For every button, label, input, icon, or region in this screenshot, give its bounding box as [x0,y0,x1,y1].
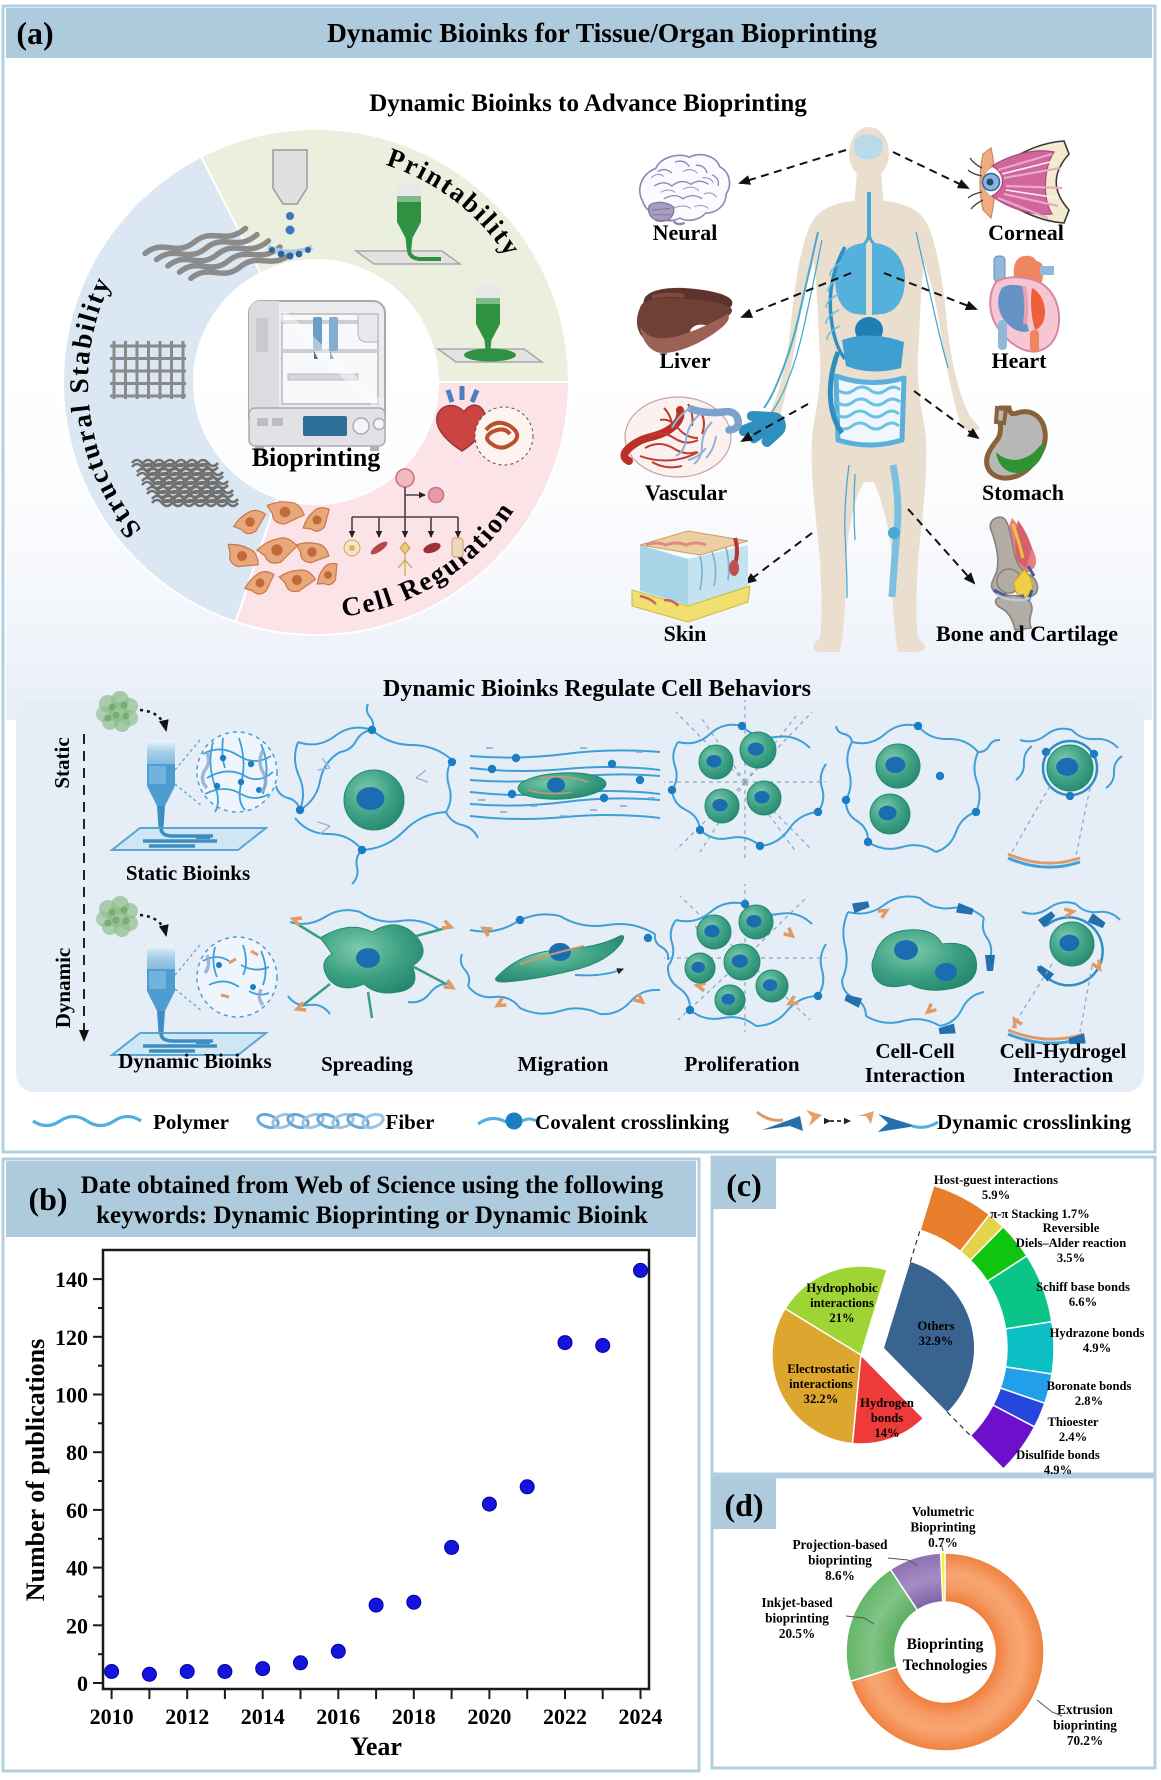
svg-text:100: 100 [55,1383,88,1408]
svg-text:Proliferation: Proliferation [684,1052,799,1076]
svg-text:2014: 2014 [241,1704,285,1729]
svg-text:Bioprinting: Bioprinting [910,1520,976,1535]
svg-text:Migration: Migration [518,1052,609,1076]
svg-text:Covalent crosslinking: Covalent crosslinking [535,1110,729,1134]
svg-text:Polymer: Polymer [153,1110,229,1134]
svg-text:Host-guest interactions: Host-guest interactions [934,1173,1058,1187]
svg-text:Static Bioinks: Static Bioinks [126,861,250,885]
svg-text:Heart: Heart [992,348,1048,373]
svg-text:0.7%: 0.7% [928,1535,958,1550]
svg-text:14%: 14% [874,1426,899,1440]
svg-text:(a): (a) [16,15,53,51]
svg-text:Schiff base bonds: Schiff base bonds [1036,1280,1130,1294]
svg-text:Dynamic Bioinks Regulate Cell: Dynamic Bioinks Regulate Cell Behaviors [383,676,811,702]
svg-text:Spreading: Spreading [321,1052,413,1076]
svg-text:Interaction: Interaction [865,1063,966,1087]
svg-text:Volumetric: Volumetric [912,1504,975,1519]
svg-text:Extrusion: Extrusion [1057,1702,1113,1717]
svg-text:4.9%: 4.9% [1083,1341,1111,1355]
svg-text:20.5%: 20.5% [779,1626,815,1641]
svg-text:Vascular: Vascular [645,480,728,505]
svg-text:bioprinting: bioprinting [1053,1718,1117,1733]
svg-text:Boronate bonds: Boronate bonds [1047,1379,1132,1393]
svg-text:(b): (b) [28,1181,67,1217]
svg-text:Dynamic Bioinks to Advance Bio: Dynamic Bioinks to Advance Bioprinting [369,90,807,117]
svg-text:Dynamic: Dynamic [51,948,75,1029]
svg-text:Others: Others [917,1319,954,1333]
svg-text:Static: Static [50,737,74,788]
svg-text:(d): (d) [724,1487,763,1523]
svg-text:0: 0 [77,1671,88,1696]
svg-text:Stomach: Stomach [982,480,1064,505]
svg-text:Neural: Neural [653,220,718,245]
svg-text:keywords: Dynamic Bioprinting: keywords: Dynamic Bioprinting or Dynamic… [96,1202,648,1229]
svg-text:2020: 2020 [467,1704,511,1729]
svg-text:32.9%: 32.9% [919,1334,954,1348]
svg-text:2024: 2024 [619,1704,663,1729]
svg-text:Diels–Alder reaction: Diels–Alder reaction [1016,1236,1126,1250]
svg-text:40: 40 [66,1556,88,1581]
svg-text:21%: 21% [829,1311,854,1325]
svg-text:Year: Year [350,1732,402,1761]
svg-text:interactions: interactions [789,1377,853,1391]
svg-text:32.2%: 32.2% [804,1392,839,1406]
svg-text:Hydrazone bonds: Hydrazone bonds [1050,1326,1145,1340]
svg-text:bioprinting: bioprinting [808,1553,872,1568]
svg-text:Inkjet-based: Inkjet-based [761,1595,833,1610]
svg-text:5.9%: 5.9% [982,1188,1010,1202]
svg-text:Liver: Liver [659,348,711,373]
svg-text:Bone and Cartilage: Bone and Cartilage [936,621,1118,646]
svg-text:Electrostatic: Electrostatic [787,1362,855,1376]
svg-text:Technologies: Technologies [903,1657,988,1674]
svg-text:(c): (c) [726,1167,762,1203]
svg-text:Disulfide bonds: Disulfide bonds [1016,1448,1100,1462]
svg-text:Date obtained from Web of Scie: Date obtained from Web of Science using … [81,1172,664,1199]
svg-text:20: 20 [66,1613,88,1638]
svg-text:Number of publications: Number of publications [21,1339,50,1601]
svg-text:Skin: Skin [664,621,707,646]
svg-text:6.6%: 6.6% [1069,1295,1097,1309]
svg-text:4.9%: 4.9% [1044,1463,1072,1477]
svg-text:Dynamic crosslinking: Dynamic crosslinking [937,1110,1131,1134]
svg-text:2.4%: 2.4% [1059,1430,1087,1444]
svg-text:Cell-Hydrogel: Cell-Hydrogel [1000,1039,1127,1063]
svg-text:140: 140 [55,1267,88,1292]
svg-text:bonds: bonds [871,1411,903,1425]
svg-text:80: 80 [66,1440,88,1465]
svg-text:Corneal: Corneal [988,220,1064,245]
svg-text:2.8%: 2.8% [1075,1394,1103,1408]
svg-text:2012: 2012 [165,1704,209,1729]
svg-text:Cell-Cell: Cell-Cell [875,1039,954,1063]
svg-text:3.5%: 3.5% [1057,1251,1085,1265]
svg-text:2018: 2018 [392,1704,436,1729]
svg-text:Hydrophobic: Hydrophobic [806,1281,878,1295]
svg-text:Reversible: Reversible [1043,1221,1100,1235]
svg-text:Thioester: Thioester [1047,1415,1098,1429]
svg-text:60: 60 [66,1498,88,1523]
svg-text:Fiber: Fiber [386,1110,435,1134]
svg-text:Hydrogen: Hydrogen [860,1396,914,1410]
svg-text:bioprinting: bioprinting [765,1611,829,1626]
svg-text:2010: 2010 [90,1704,134,1729]
svg-text:Interaction: Interaction [1013,1063,1114,1087]
svg-text:8.6%: 8.6% [825,1568,855,1583]
svg-text:π-π Stacking 1.7%: π-π Stacking 1.7% [990,1207,1090,1221]
svg-text:interactions: interactions [810,1296,874,1310]
svg-text:Bioprinting: Bioprinting [907,1636,984,1653]
svg-text:2022: 2022 [543,1704,587,1729]
svg-text:Projection-based: Projection-based [793,1537,889,1552]
svg-text:Dynamic Bioinks: Dynamic Bioinks [118,1049,271,1073]
svg-text:Dynamic Bioinks for Tissue/Org: Dynamic Bioinks for Tissue/Organ Bioprin… [327,17,877,48]
svg-text:70.2%: 70.2% [1067,1733,1103,1748]
svg-text:2016: 2016 [316,1704,360,1729]
svg-text:Bioprinting: Bioprinting [252,443,381,472]
svg-text:120: 120 [55,1325,88,1350]
